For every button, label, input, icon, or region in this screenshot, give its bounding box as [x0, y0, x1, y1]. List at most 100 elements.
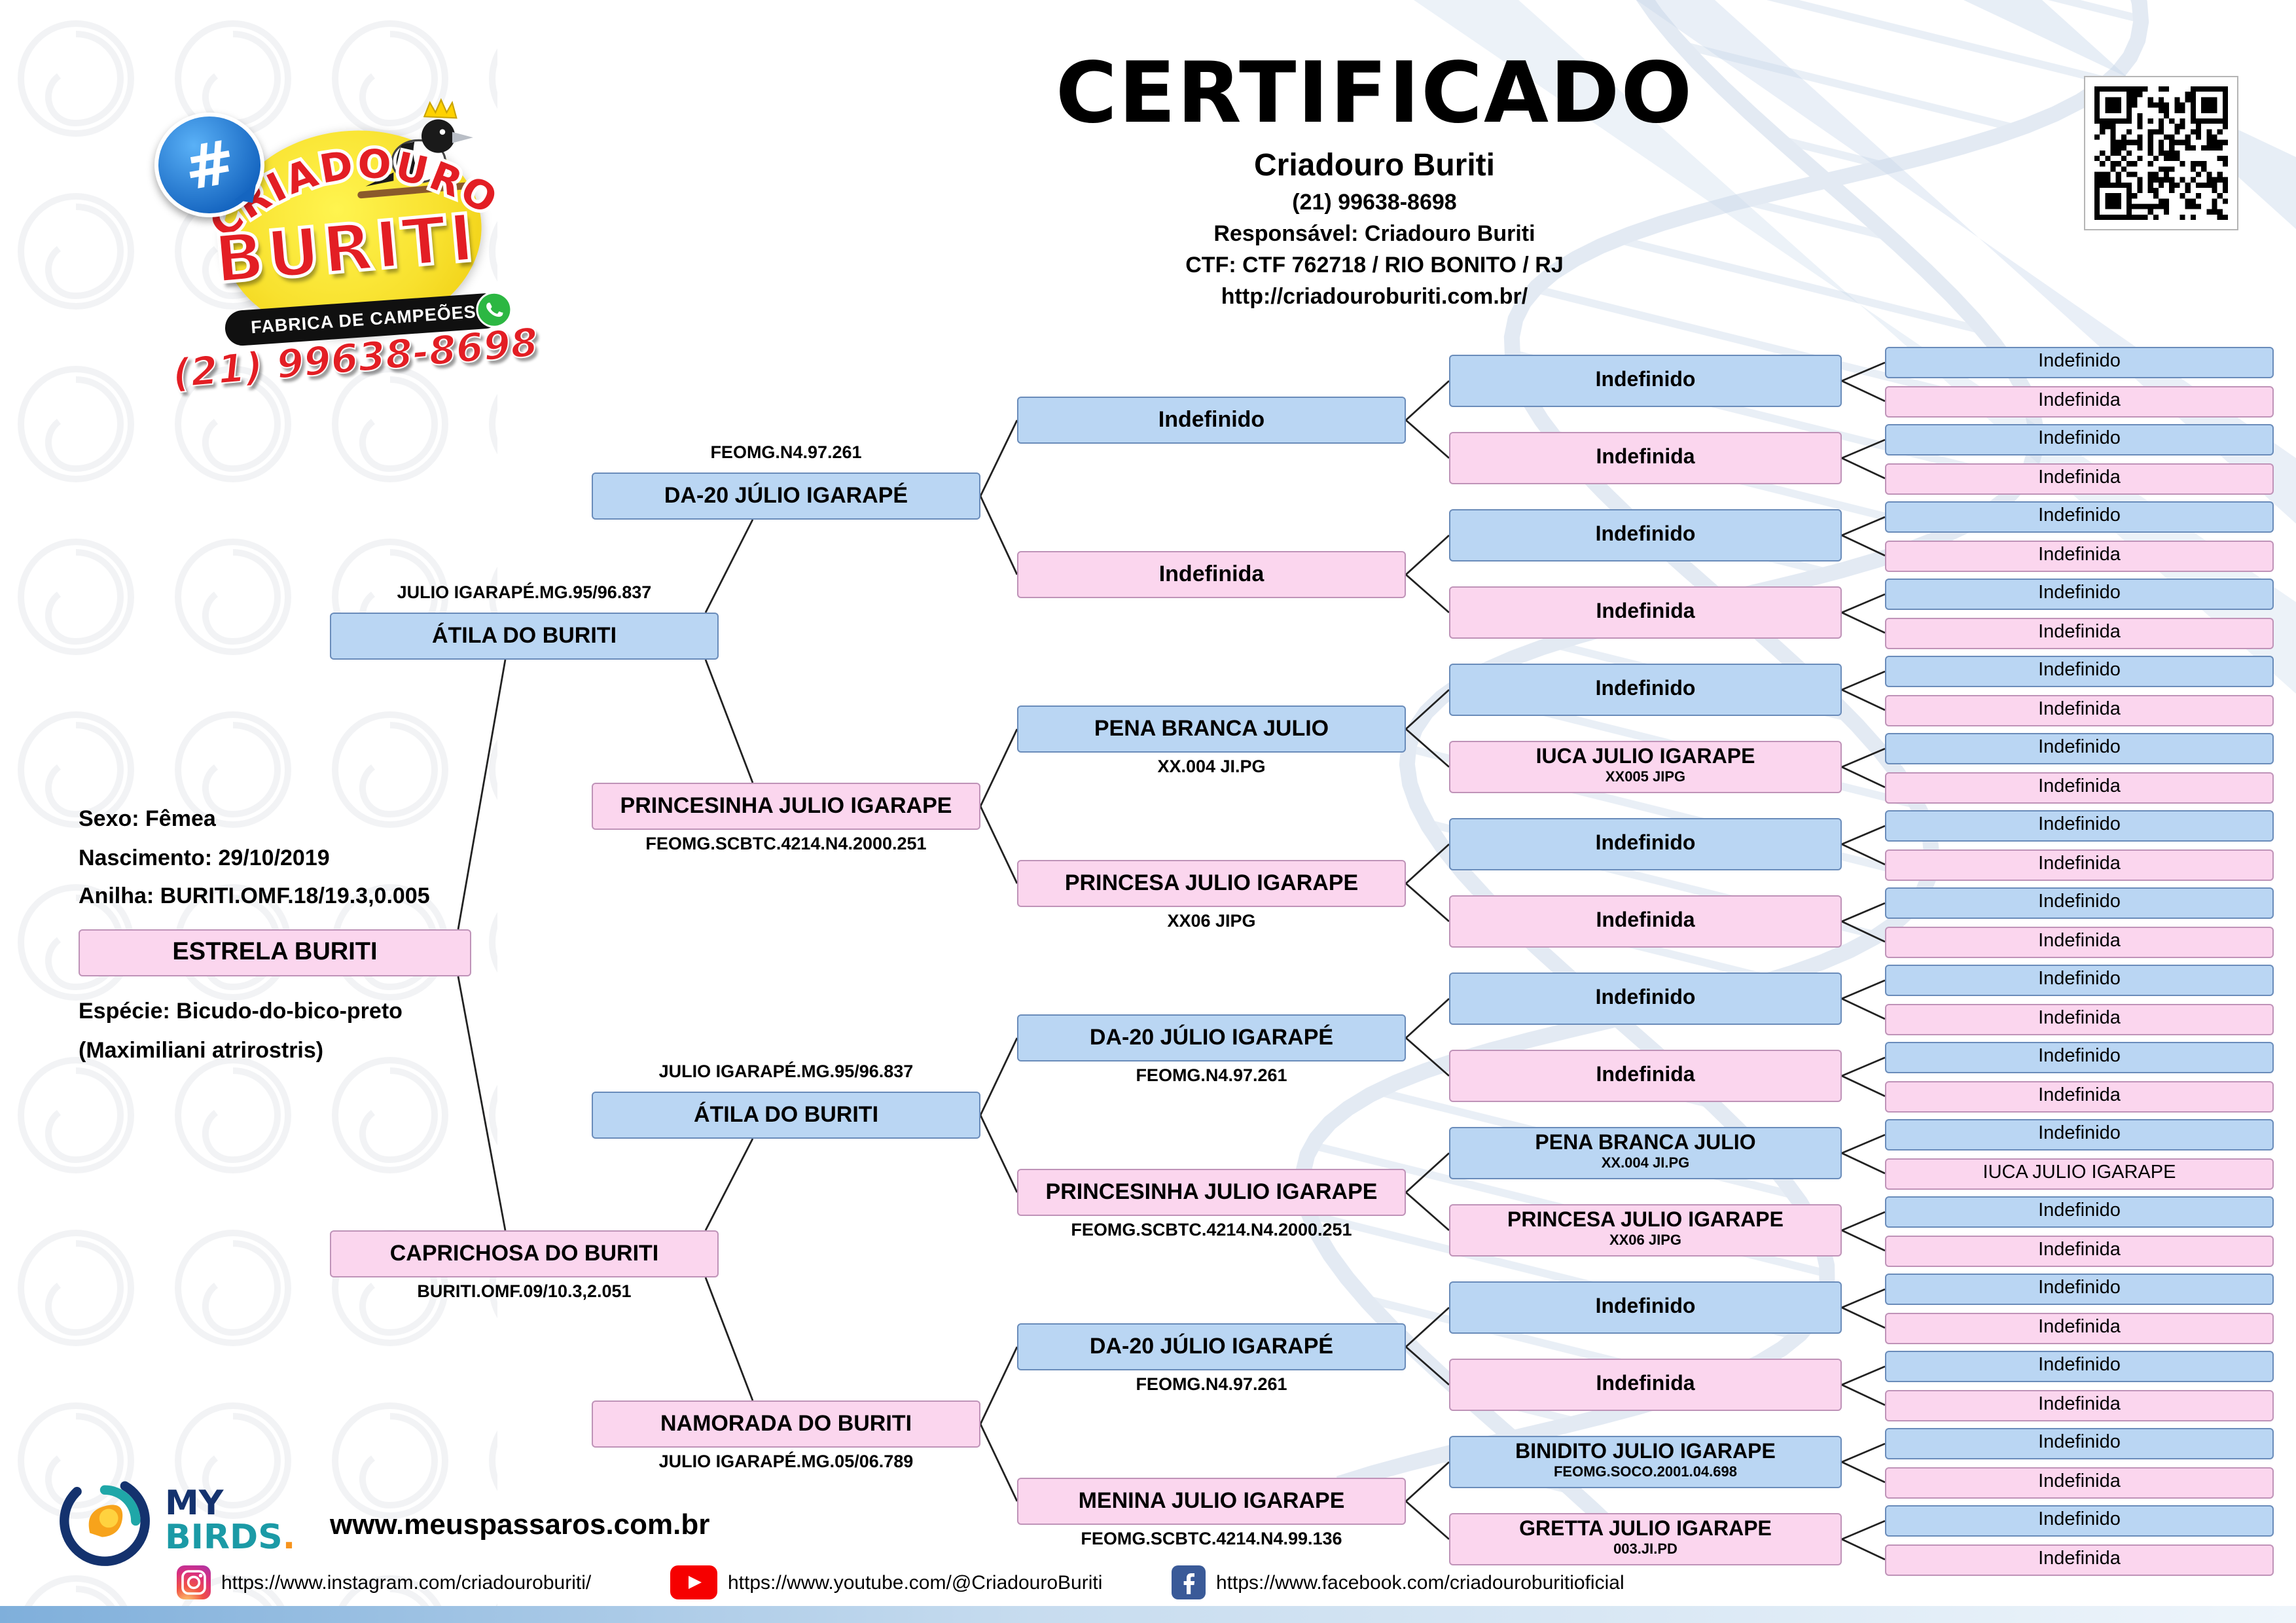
ancestor-name: GRETTA JULIO IGARAPE: [1519, 1518, 1772, 1541]
pedigree-node-subject: ESTRELA BURITI: [79, 929, 471, 976]
ancestor-name: Indefinida: [2038, 1548, 2121, 1569]
pedigree-node-gen4-1: Indefinido: [1449, 355, 1842, 407]
ancestor-name: Indefinida: [2038, 853, 2121, 874]
pedigree-node-gen5-25: Indefinido: [1885, 1274, 2274, 1305]
ancestor-name: Indefinido: [2038, 891, 2121, 913]
pedigree-node-gen3-1: Indefinido: [1017, 397, 1406, 444]
ancestor-name: Indefinido: [2038, 1123, 2121, 1145]
ancestor-name: Indefinida: [2038, 1471, 2121, 1492]
pedigree-node-gen5-6: Indefinida: [1885, 540, 2274, 571]
ancestor-name: Indefinido: [1595, 832, 1696, 855]
ancestor-name: Indefinido: [2038, 737, 2121, 758]
ancestor-name: Indefinido: [2038, 969, 2121, 990]
youtube-url: https://www.youtube.com/@CriadouroBuriti: [728, 1571, 1103, 1594]
breeder-responsible: Responsável: Criadouro Buriti: [1213, 221, 1535, 247]
pedigree-node-gen5-29: Indefinido: [1885, 1428, 2274, 1459]
ancestor-name: DA-20 JÚLIO IGARAPÉ: [1089, 1025, 1334, 1050]
pedigree-node-gen5-1: Indefinido: [1885, 347, 2274, 378]
ancestor-name: ÁTILA DO BURITI: [693, 1102, 879, 1128]
ancestor-name: PENA BRANCA JULIO: [1535, 1132, 1756, 1155]
ring-number: FEOMG.N4.97.261: [710, 442, 862, 462]
pedigree-node-gen4-9: Indefinido: [1449, 972, 1842, 1025]
pedigree-node-gen4-3: Indefinido: [1449, 509, 1842, 562]
ancestor-name: Indefinido: [2038, 1509, 2121, 1531]
subject-ring: Anilha: BURITI.OMF.18/19.3,0.005: [79, 883, 430, 908]
ancestor-name: Indefinida: [2038, 1316, 2121, 1338]
ring-number: FEOMG.SCBTC.4214.N4.2000.251: [645, 834, 927, 853]
pedigree-node-gen3-3: PENA BRANCA JULIO: [1017, 705, 1406, 753]
pedigree-node-gen5-18: Indefinida: [1885, 1003, 2274, 1035]
breeder-website: http://criadouroburiti.com.br/: [1221, 284, 1528, 310]
subject-name: ESTRELA BURITI: [172, 938, 378, 967]
ancestor-name: Indefinida: [1158, 562, 1265, 587]
ancestor-name: Indefinido: [2038, 660, 2121, 681]
pedigree-node-gen5-11: Indefinido: [1885, 733, 2274, 764]
ancestor-name: PRINCESINHA JULIO IGARAPE: [620, 793, 952, 819]
ancestor-name: Indefinido: [2038, 1200, 2121, 1222]
ancestor-name: PENA BRANCA JULIO: [1094, 716, 1329, 741]
hashtag-bubble-icon: #: [154, 113, 264, 217]
my-birds-wordmark: MY BIRDS.: [165, 1487, 295, 1555]
ancestor-name: Indefinida: [2038, 1007, 2121, 1029]
pedigree-node-gen5-17: Indefinido: [1885, 965, 2274, 996]
ancestor-name: Indefinido: [2038, 428, 2121, 450]
pedigree-node-gen4-8: Indefinida: [1449, 895, 1842, 948]
ancestor-name: Indefinido: [2038, 1432, 2121, 1454]
pedigree-node-gen4-13: Indefinido: [1449, 1281, 1842, 1334]
breeder-phone: (21) 99638-8698: [1292, 190, 1457, 215]
pedigree-node-gen5-3: Indefinido: [1885, 424, 2274, 455]
pedigree-node-gen4-4: Indefinida: [1449, 586, 1842, 639]
pedigree-node-gen5-30: Indefinida: [1885, 1467, 2274, 1498]
whatsapp-icon: [476, 291, 512, 328]
ancestor-name: Indefinida: [2038, 467, 2121, 488]
pedigree-node-gen4-10: Indefinida: [1449, 1050, 1842, 1102]
pedigree-node-gen5-28: Indefinida: [1885, 1389, 2274, 1421]
pedigree-node-gen5-7: Indefinido: [1885, 579, 2274, 610]
subject-species: Espécie: Bicudo-do-bico-preto: [79, 999, 403, 1024]
pedigree-node-gen3-5: DA-20 JÚLIO IGARAPÉ: [1017, 1014, 1406, 1061]
bottom-accent-bar: [0, 1606, 2296, 1623]
ancestor-name: Indefinido: [1158, 407, 1265, 433]
subject-sex: Sexo: Fêmea: [79, 806, 216, 831]
ancestor-ring: 003.JI.PD: [1613, 1542, 1677, 1558]
ancestor-name: DA-20 JÚLIO IGARAPÉ: [1089, 1334, 1334, 1359]
ancestor-name: Indefinido: [2038, 814, 2121, 836]
instagram-url: https://www.instagram.com/criadouroburit…: [221, 1571, 592, 1594]
ancestor-name: Indefinida: [2038, 544, 2121, 565]
ancestor-name: PRINCESA JULIO IGARAPE: [1064, 870, 1359, 896]
breeder-logo: CRIADOURO # BURITI FABRICA DE CAMPEÕES (…: [154, 73, 547, 432]
ring-number: JULIO IGARAPÉ.MG.95/96.837: [658, 1061, 914, 1081]
ancestor-name: MENINA JULIO IGARAPE: [1078, 1488, 1345, 1514]
my-birds-icon: [60, 1476, 150, 1566]
breeder-name: Criadouro Buriti: [1254, 148, 1495, 184]
ancestor-name: Indefinido: [1595, 368, 1696, 391]
ancestor-name: DA-20 JÚLIO IGARAPÉ: [664, 483, 908, 508]
ancestor-name: Indefinida: [1596, 1372, 1695, 1395]
pedigree-node-gen3-6: PRINCESINHA JULIO IGARAPE: [1017, 1169, 1406, 1216]
ancestor-name: Indefinida: [2038, 1239, 2121, 1260]
ancestor-name: Indefinido: [2038, 505, 2121, 527]
ancestor-name: Indefinido: [1595, 1295, 1696, 1318]
ring-number: XX06 JIPG: [1167, 911, 1256, 931]
ancestor-name: Indefinido: [1595, 677, 1696, 700]
youtube-icon: [670, 1565, 717, 1599]
pedigree-node-gen3-2: Indefinida: [1017, 551, 1406, 598]
pedigree-node-gen5-10: Indefinida: [1885, 694, 2274, 726]
ancestor-name: BINIDITO JULIO IGARAPE: [1515, 1441, 1776, 1464]
pedigree-node-gen4-14: Indefinida: [1449, 1359, 1842, 1411]
pedigree-node-gen2-2: PRINCESINHA JULIO IGARAPE: [592, 783, 980, 830]
ancestor-name: Indefinido: [2038, 1355, 2121, 1376]
ring-number: JULIO IGARAPÉ.MG.05/06.789: [658, 1452, 914, 1471]
pedigree-node-gen4-5: Indefinido: [1449, 664, 1842, 716]
breeder-ctf: CTF: CTF 762718 / RIO BONITO / RJ: [1185, 253, 1564, 278]
pedigree-node-gen5-21: Indefinido: [1885, 1119, 2274, 1150]
pedigree-node-gen5-26: Indefinida: [1885, 1312, 2274, 1344]
pedigree-node-gen1-1: ÁTILA DO BURITI: [330, 613, 719, 660]
ancestor-name: Indefinida: [2038, 698, 2121, 720]
pedigree-node-gen5-8: Indefinida: [1885, 617, 2274, 649]
pedigree-node-gen5-16: Indefinida: [1885, 926, 2274, 957]
